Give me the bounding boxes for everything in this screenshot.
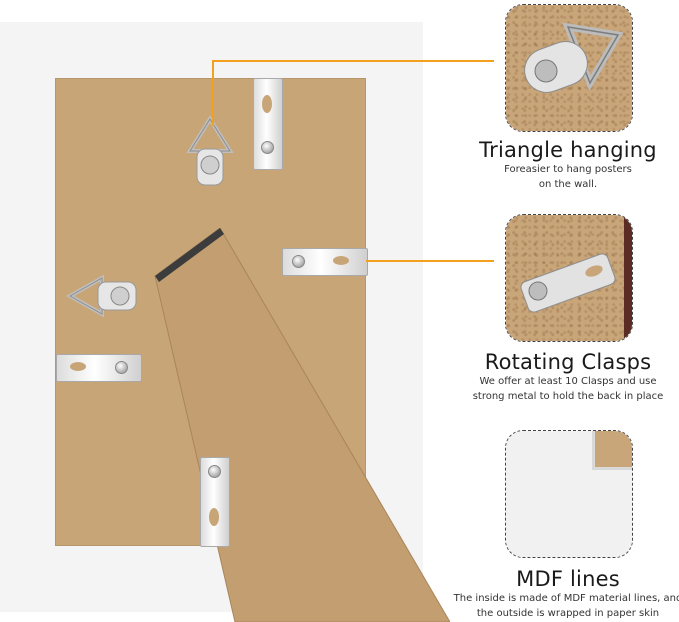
- clasp-right-slot: [333, 256, 349, 265]
- clasp-left-screw: [115, 361, 128, 374]
- feature-desc-line1: We offer at least 10 Clasps and use: [479, 376, 657, 387]
- feature-desc-line1: Foreasier to hang posters: [504, 164, 632, 175]
- feature-desc-line1: The inside is made of MDF material lines…: [453, 593, 679, 604]
- feature-title: Triangle hanging: [479, 138, 657, 162]
- inset-triangle-hanging: [505, 4, 633, 132]
- clasp-top-screw: [261, 141, 274, 154]
- feature-title: Rotating Clasps: [484, 350, 652, 374]
- triangle-hanger-closeup: [524, 22, 624, 93]
- easel-stand: [154, 228, 450, 622]
- mdf-corner-closeup: [592, 431, 632, 469]
- caption-rotating-clasps: Rotating Clasps We offer at least 10 Cla…: [443, 350, 679, 404]
- leader-line-clasp: [366, 260, 494, 262]
- inset-rotating-clasps: [505, 214, 633, 342]
- inset-mdf-lines: [505, 430, 633, 558]
- clasp-top: [253, 78, 283, 170]
- clasp-closeup: [520, 253, 616, 313]
- clasp-left-slot: [70, 362, 86, 371]
- caption-mdf-lines: MDF lines The inside is made of MDF mate…: [443, 567, 679, 621]
- mdf-edge-v: [592, 431, 595, 469]
- mdf-edge-h: [592, 467, 632, 470]
- feature-desc-line2: the outside is wrapped in paper skin: [476, 608, 660, 619]
- feature-title: MDF lines: [516, 567, 620, 591]
- clasp-bottom-screw: [208, 465, 221, 478]
- clasp-top-slot: [262, 95, 272, 113]
- feature-desc-line2: strong metal to hold the back in place: [472, 391, 664, 402]
- feature-desc-line2: on the wall.: [538, 179, 598, 190]
- clasp-bottom: [200, 457, 230, 547]
- clasp-right-screw: [292, 255, 305, 268]
- clasp-left: [56, 354, 142, 382]
- triangle-hanger-left: [66, 274, 137, 318]
- leader-line-triangle-v: [212, 60, 214, 126]
- frame-edge-closeup: [624, 215, 632, 341]
- clasp-bottom-slot: [209, 508, 219, 526]
- leader-line-triangle-h: [212, 60, 494, 62]
- caption-triangle-hanging: Triangle hanging Foreasier to hang poste…: [443, 138, 679, 192]
- triangle-hanger-top: [186, 115, 234, 186]
